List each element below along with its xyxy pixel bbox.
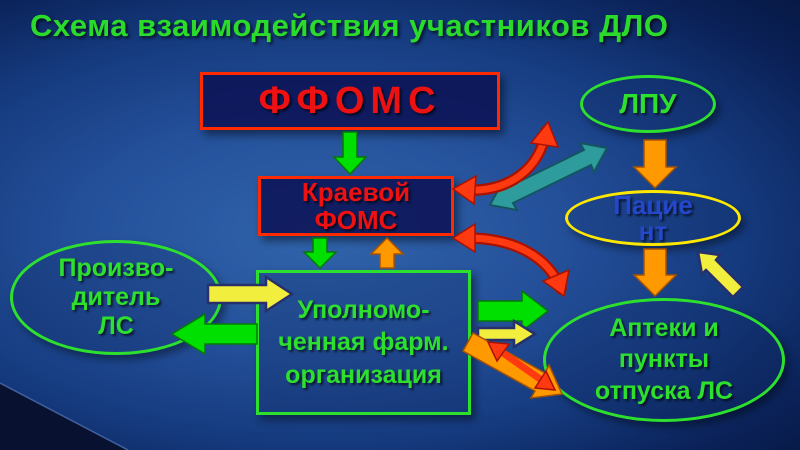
node-producer-ls: Произво- дитель ЛС [10, 240, 222, 355]
corner-triangle-edge [0, 382, 129, 450]
corner-triangle-decoration [0, 383, 128, 450]
arrow-red-diagonal-line [489, 342, 554, 390]
arrow-pharm-to-kraevoy-icon [369, 236, 405, 269]
node-pharm-org-line2: ченная фарм. [278, 328, 449, 357]
node-patient: Пацие нт [565, 190, 741, 246]
node-patient-line2: нт [638, 216, 668, 246]
arrow-red-lower-curve [459, 234, 565, 293]
arrow-lpu-to-patient-icon [632, 139, 678, 190]
node-pharmacies: Аптеки и пункты отпуска ЛС [543, 298, 785, 422]
arrow-patient-to-pharmacies-icon [632, 248, 678, 298]
node-pharm-org-line1: Уполномо- [297, 295, 430, 324]
node-producer-ls-line2: дитель [71, 283, 161, 312]
node-lpu-label: ЛПУ [619, 88, 677, 119]
node-pharmacies-line1: Аптеки и [609, 314, 719, 343]
arrow-red-lower-head-to-pharmacies-icon [541, 268, 571, 298]
arrow-red-upper-head-to-lpu-icon [529, 120, 560, 148]
node-kraevoy-foms: Краевой ФОМС [258, 176, 454, 236]
arrow-red-lower-curve-outline [457, 232, 567, 295]
arrow-ffoms-to-kraevoy-icon [332, 131, 368, 176]
node-pharmacies-line2: пункты [618, 345, 710, 374]
node-pharm-org: Уполномо- ченная фарм. организация [256, 270, 471, 415]
arrow-red-upper-curve [459, 127, 550, 194]
node-lpu: ЛПУ [580, 75, 716, 133]
node-ffoms-label: ФФОМС [258, 79, 442, 122]
node-ffoms: ФФОМС [200, 72, 500, 130]
arrow-kraevoy-to-pharm-icon [302, 237, 338, 270]
arrow-red-diagonal-head-start-icon [486, 341, 511, 363]
node-kraevoy-foms-line2: ФОМС [314, 205, 398, 235]
node-patient-line1: Пацие [613, 190, 693, 220]
node-producer-ls-line1: Произво- [58, 254, 174, 283]
arrow-red-upper-head-to-kraevoy-icon [451, 174, 477, 206]
node-pharmacies-line3: отпуска ЛС [594, 376, 734, 405]
node-producer-ls-line3: ЛС [98, 311, 134, 340]
node-kraevoy-foms-line1: Краевой [301, 176, 411, 207]
arrow-pharm-to-pharmacies-green-icon [477, 289, 550, 333]
node-pharm-org-line3: организация [285, 360, 442, 389]
arrow-red-lower-head-to-kraevoy-icon [451, 222, 476, 254]
arrow-pharmacies-to-patient-icon [696, 250, 745, 299]
arrow-pharm-to-pharmacies-yellow-icon [476, 318, 538, 350]
slide-title: Схема взаимодействия участников ДЛО [30, 8, 669, 43]
arrow-red-upper-curve-outline [457, 125, 552, 196]
